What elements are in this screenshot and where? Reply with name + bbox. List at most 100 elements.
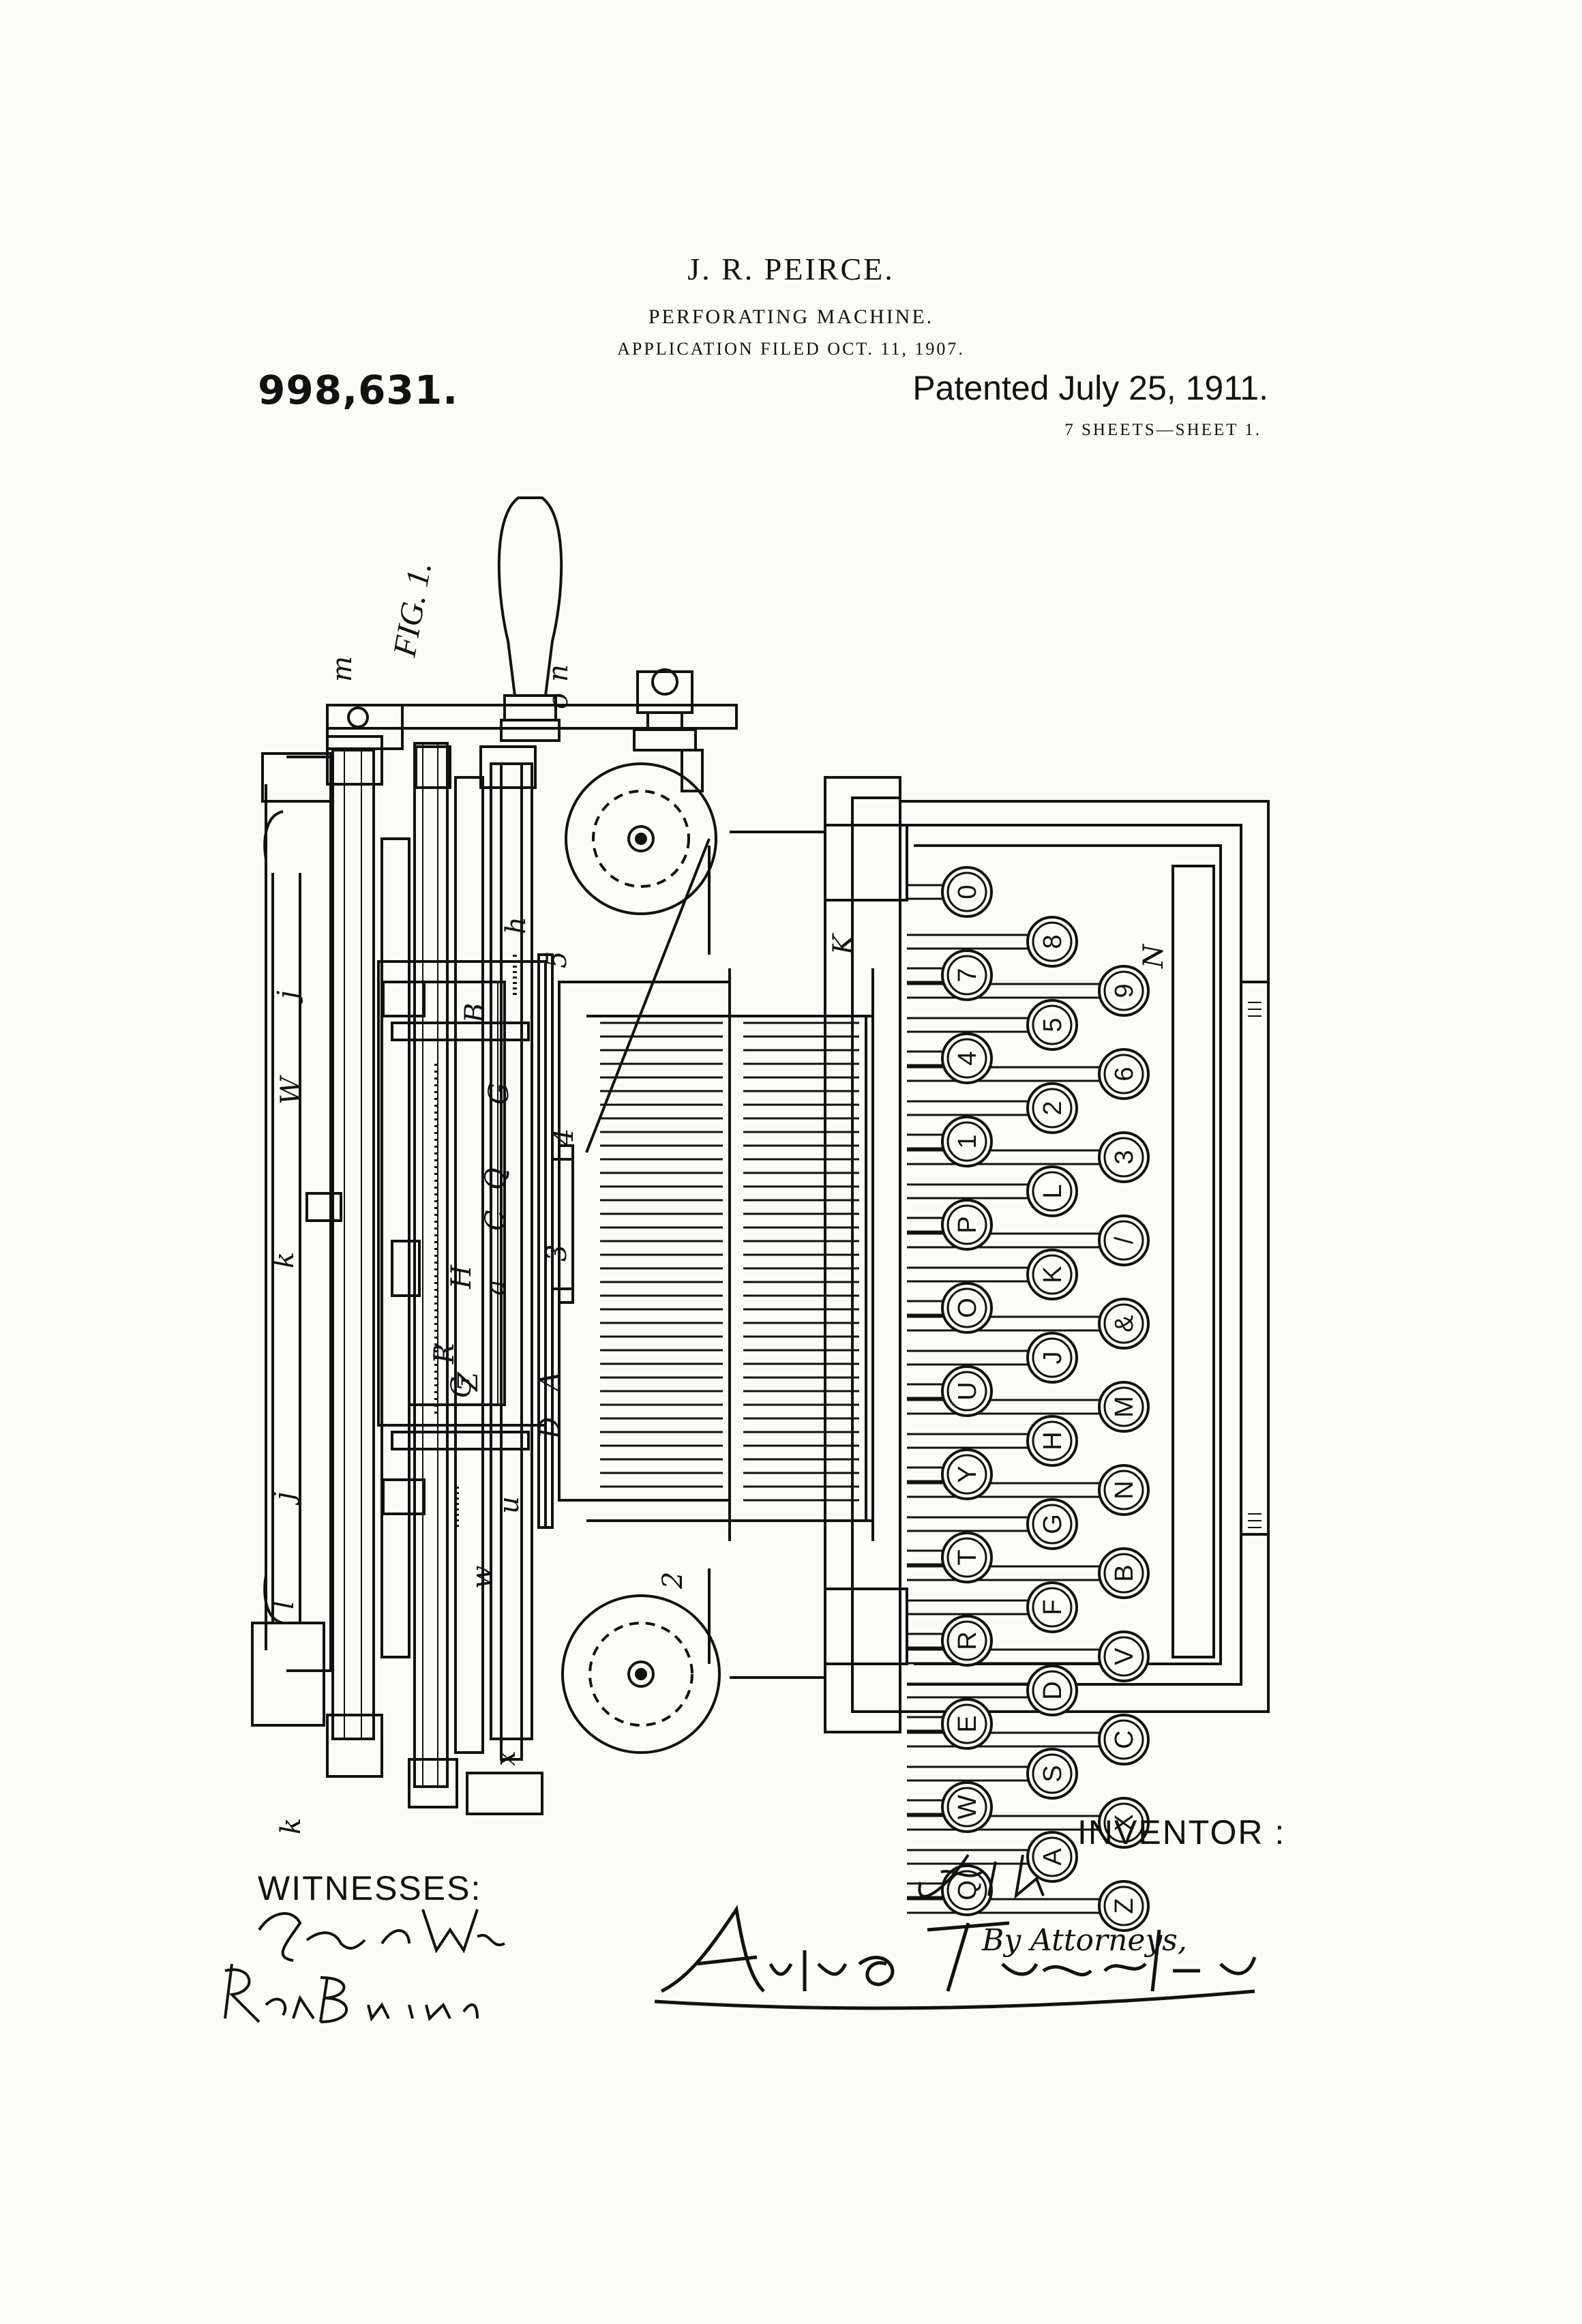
- key: D: [1026, 1665, 1078, 1716]
- key-outer-ring: [941, 1615, 993, 1667]
- key-inner-ring: [1032, 1420, 1073, 1461]
- key-inner-ring: [1103, 1220, 1144, 1261]
- key-inner-ring: [1103, 1386, 1144, 1427]
- key-inner-ring: [946, 1204, 987, 1245]
- key: Y: [941, 1448, 993, 1500]
- key: H: [1026, 1415, 1078, 1467]
- key-outer-ring: [1026, 999, 1078, 1051]
- key-label: W: [953, 1795, 982, 1819]
- lower-reel: [561, 1594, 721, 1754]
- key-outer-ring: [941, 1698, 993, 1750]
- figure-label: FIG. 1.: [386, 559, 438, 660]
- key: B: [1098, 1547, 1150, 1599]
- key-inner-ring: [1103, 1802, 1144, 1843]
- key: 4: [941, 1032, 993, 1084]
- application-filed-date: APPLICATION FILED OCT. 11, 1907.: [617, 339, 965, 359]
- key: E: [941, 1698, 993, 1750]
- key: 7: [941, 949, 993, 1001]
- key-outer-ring: [941, 1116, 993, 1167]
- key: W: [941, 1781, 993, 1833]
- key-label: &: [1110, 1315, 1139, 1332]
- key-inner-ring: [1103, 1137, 1144, 1178]
- patent-date: Patented July 25, 1911.: [912, 369, 1268, 407]
- key-inner-ring: [946, 1454, 987, 1495]
- reference-letter: h: [501, 917, 532, 934]
- punch-comb: [558, 968, 874, 1541]
- key: S: [1026, 1748, 1078, 1800]
- key: 6: [1098, 1048, 1150, 1100]
- sheet-info: 7 SHEETS—SHEET 1.: [1064, 421, 1262, 439]
- key-outer-ring: [1098, 1298, 1150, 1350]
- key-label: R: [953, 1631, 982, 1650]
- key-label: E: [953, 1715, 982, 1732]
- key: L: [1026, 1165, 1078, 1217]
- key-outer-ring: [1026, 1498, 1078, 1550]
- key-label: 2: [1039, 1101, 1067, 1115]
- witness-signature-2: [224, 1963, 479, 2023]
- key-stems: [907, 884, 1103, 1914]
- reference-letter: 4: [548, 1129, 580, 1146]
- key: G: [1026, 1498, 1078, 1550]
- key-inner-ring: [1032, 921, 1073, 962]
- key-outer-ring: [941, 949, 993, 1001]
- key-outer-ring: [1026, 1249, 1078, 1300]
- key-inner-ring: [1103, 1470, 1144, 1510]
- key-label: U: [953, 1382, 982, 1400]
- key-outer-ring: [1098, 1630, 1150, 1682]
- reference-letter: G: [483, 1083, 515, 1105]
- reference-letter: l: [269, 1600, 300, 1609]
- key: O: [941, 1282, 993, 1334]
- reference-letter: a: [480, 1279, 511, 1296]
- key-label: 3: [1110, 1150, 1139, 1164]
- key-inner-ring: [946, 1537, 987, 1578]
- key-label: N: [1110, 1480, 1139, 1499]
- key: T: [941, 1532, 993, 1583]
- key-outer-ring: [941, 1532, 993, 1583]
- upper-reel: [565, 762, 717, 1153]
- key-inner-ring: [1032, 1504, 1073, 1545]
- key-label: 0: [953, 884, 982, 899]
- reference-letter: u: [494, 1496, 525, 1514]
- key-outer-ring: [1026, 1831, 1078, 1883]
- reference-letter: D: [535, 1417, 566, 1440]
- invention-title: PERFORATING MACHINE.: [648, 306, 934, 328]
- key-inner-ring: [1032, 1088, 1073, 1129]
- reference-letter: w: [466, 1566, 498, 1589]
- key-outer-ring: [1098, 965, 1150, 1017]
- reference-letter: k: [269, 1252, 300, 1268]
- key-label: S: [1039, 1765, 1067, 1782]
- key-label: /: [1110, 1236, 1139, 1244]
- key-inner-ring: [946, 1787, 987, 1828]
- key: 3: [1098, 1131, 1150, 1183]
- key-inner-ring: [946, 1371, 987, 1412]
- key: 2: [1026, 1082, 1078, 1134]
- key-outer-ring: [1026, 1665, 1078, 1716]
- reference-letter: W: [275, 1075, 307, 1105]
- key-outer-ring: [1026, 916, 1078, 968]
- key-label: M: [1110, 1396, 1139, 1418]
- reference-letter: m: [327, 656, 358, 682]
- key-inner-ring: [946, 955, 987, 996]
- key: 9: [1098, 965, 1150, 1017]
- key-label: B: [1110, 1564, 1139, 1581]
- key: Z: [1098, 1880, 1150, 1932]
- key-inner-ring: [946, 872, 987, 912]
- top-linkage: [326, 668, 738, 792]
- reference-letter: N: [1138, 943, 1169, 969]
- key-label: Q: [953, 1880, 982, 1901]
- reference-letter: B: [460, 1003, 491, 1024]
- key-inner-ring: [1032, 1753, 1073, 1794]
- key-outer-ring: [941, 1781, 993, 1833]
- key-label: C: [1110, 1730, 1139, 1748]
- reference-letter: R: [429, 1343, 460, 1365]
- key-label: 4: [953, 1051, 982, 1065]
- key-outer-ring: [941, 1282, 993, 1334]
- key: X: [1098, 1797, 1150, 1849]
- key-label: T: [953, 1549, 982, 1565]
- key-inner-ring: [946, 1620, 987, 1661]
- key: &: [1098, 1298, 1150, 1350]
- reference-letter: C: [480, 1210, 511, 1231]
- key-inner-ring: [946, 1703, 987, 1744]
